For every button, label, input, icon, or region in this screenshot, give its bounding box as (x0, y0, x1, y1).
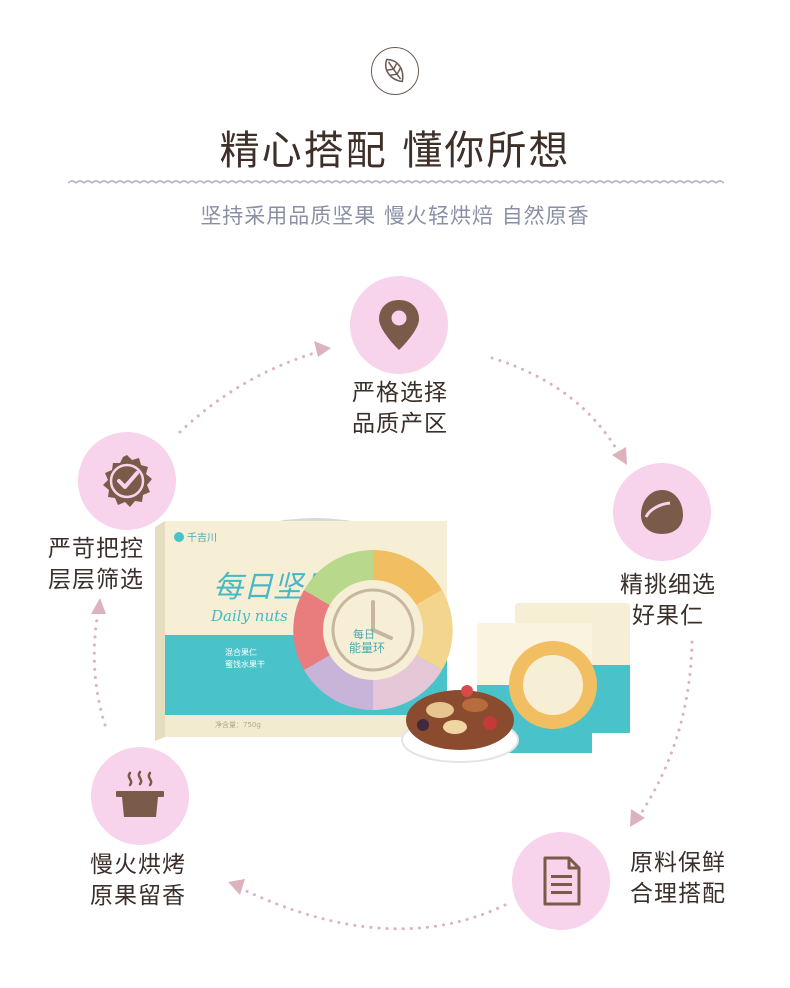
arrow-head-4 (228, 879, 245, 895)
arrow-head-1 (314, 341, 331, 357)
step-1-circle (350, 276, 448, 374)
step-1-label: 严格选择品质产区 (352, 380, 448, 437)
page-title: 精心搭配 懂你所想 (219, 128, 571, 174)
arrow-head-3 (630, 809, 645, 827)
step-2-label: 精挑细选好果仁 (620, 572, 716, 629)
arrow-head-2 (612, 447, 627, 465)
step-4-circle (91, 747, 189, 845)
product-desc-2: 蜜饯水果干 (225, 659, 265, 669)
hazelnut-icon (385, 58, 404, 83)
clock-text-1: 每日 (353, 627, 375, 641)
product-desc-1: 混合果仁 (225, 647, 257, 657)
step-5-circle (78, 432, 176, 530)
document-icon (543, 856, 581, 906)
step-5-label: 严苛把控层层筛选 (48, 536, 144, 593)
quality-check-badge-icon (103, 455, 152, 507)
step-3-label: 原料保鲜合理搭配 (630, 850, 726, 907)
step-3-circle (512, 832, 610, 930)
chestnut-icon (641, 490, 683, 534)
step-2-circle (613, 463, 711, 561)
product-net-weight: 净含量：750g (215, 720, 261, 729)
product-brand: 千吉川 (187, 532, 217, 544)
steaming-pot-icon (116, 770, 164, 817)
clock-text-2: 能量环 (349, 641, 385, 655)
step-4-label: 慢火烘烤原果留香 (90, 852, 186, 909)
wavy-divider (68, 180, 724, 184)
location-pin-icon (379, 300, 419, 350)
product-title-en: Daily nuts (210, 607, 288, 625)
page-subtitle: 坚持采用品质坚果 慢火轻烘焙 自然原香 (200, 204, 590, 228)
product-gift-box-image: 千吉川 每日坚果 Daily nuts 混合果仁 蜜饯水果干 净含量：750g … (155, 518, 630, 763)
arrow-head-5 (91, 598, 106, 614)
hazelnut-badge-icon (371, 47, 419, 95)
